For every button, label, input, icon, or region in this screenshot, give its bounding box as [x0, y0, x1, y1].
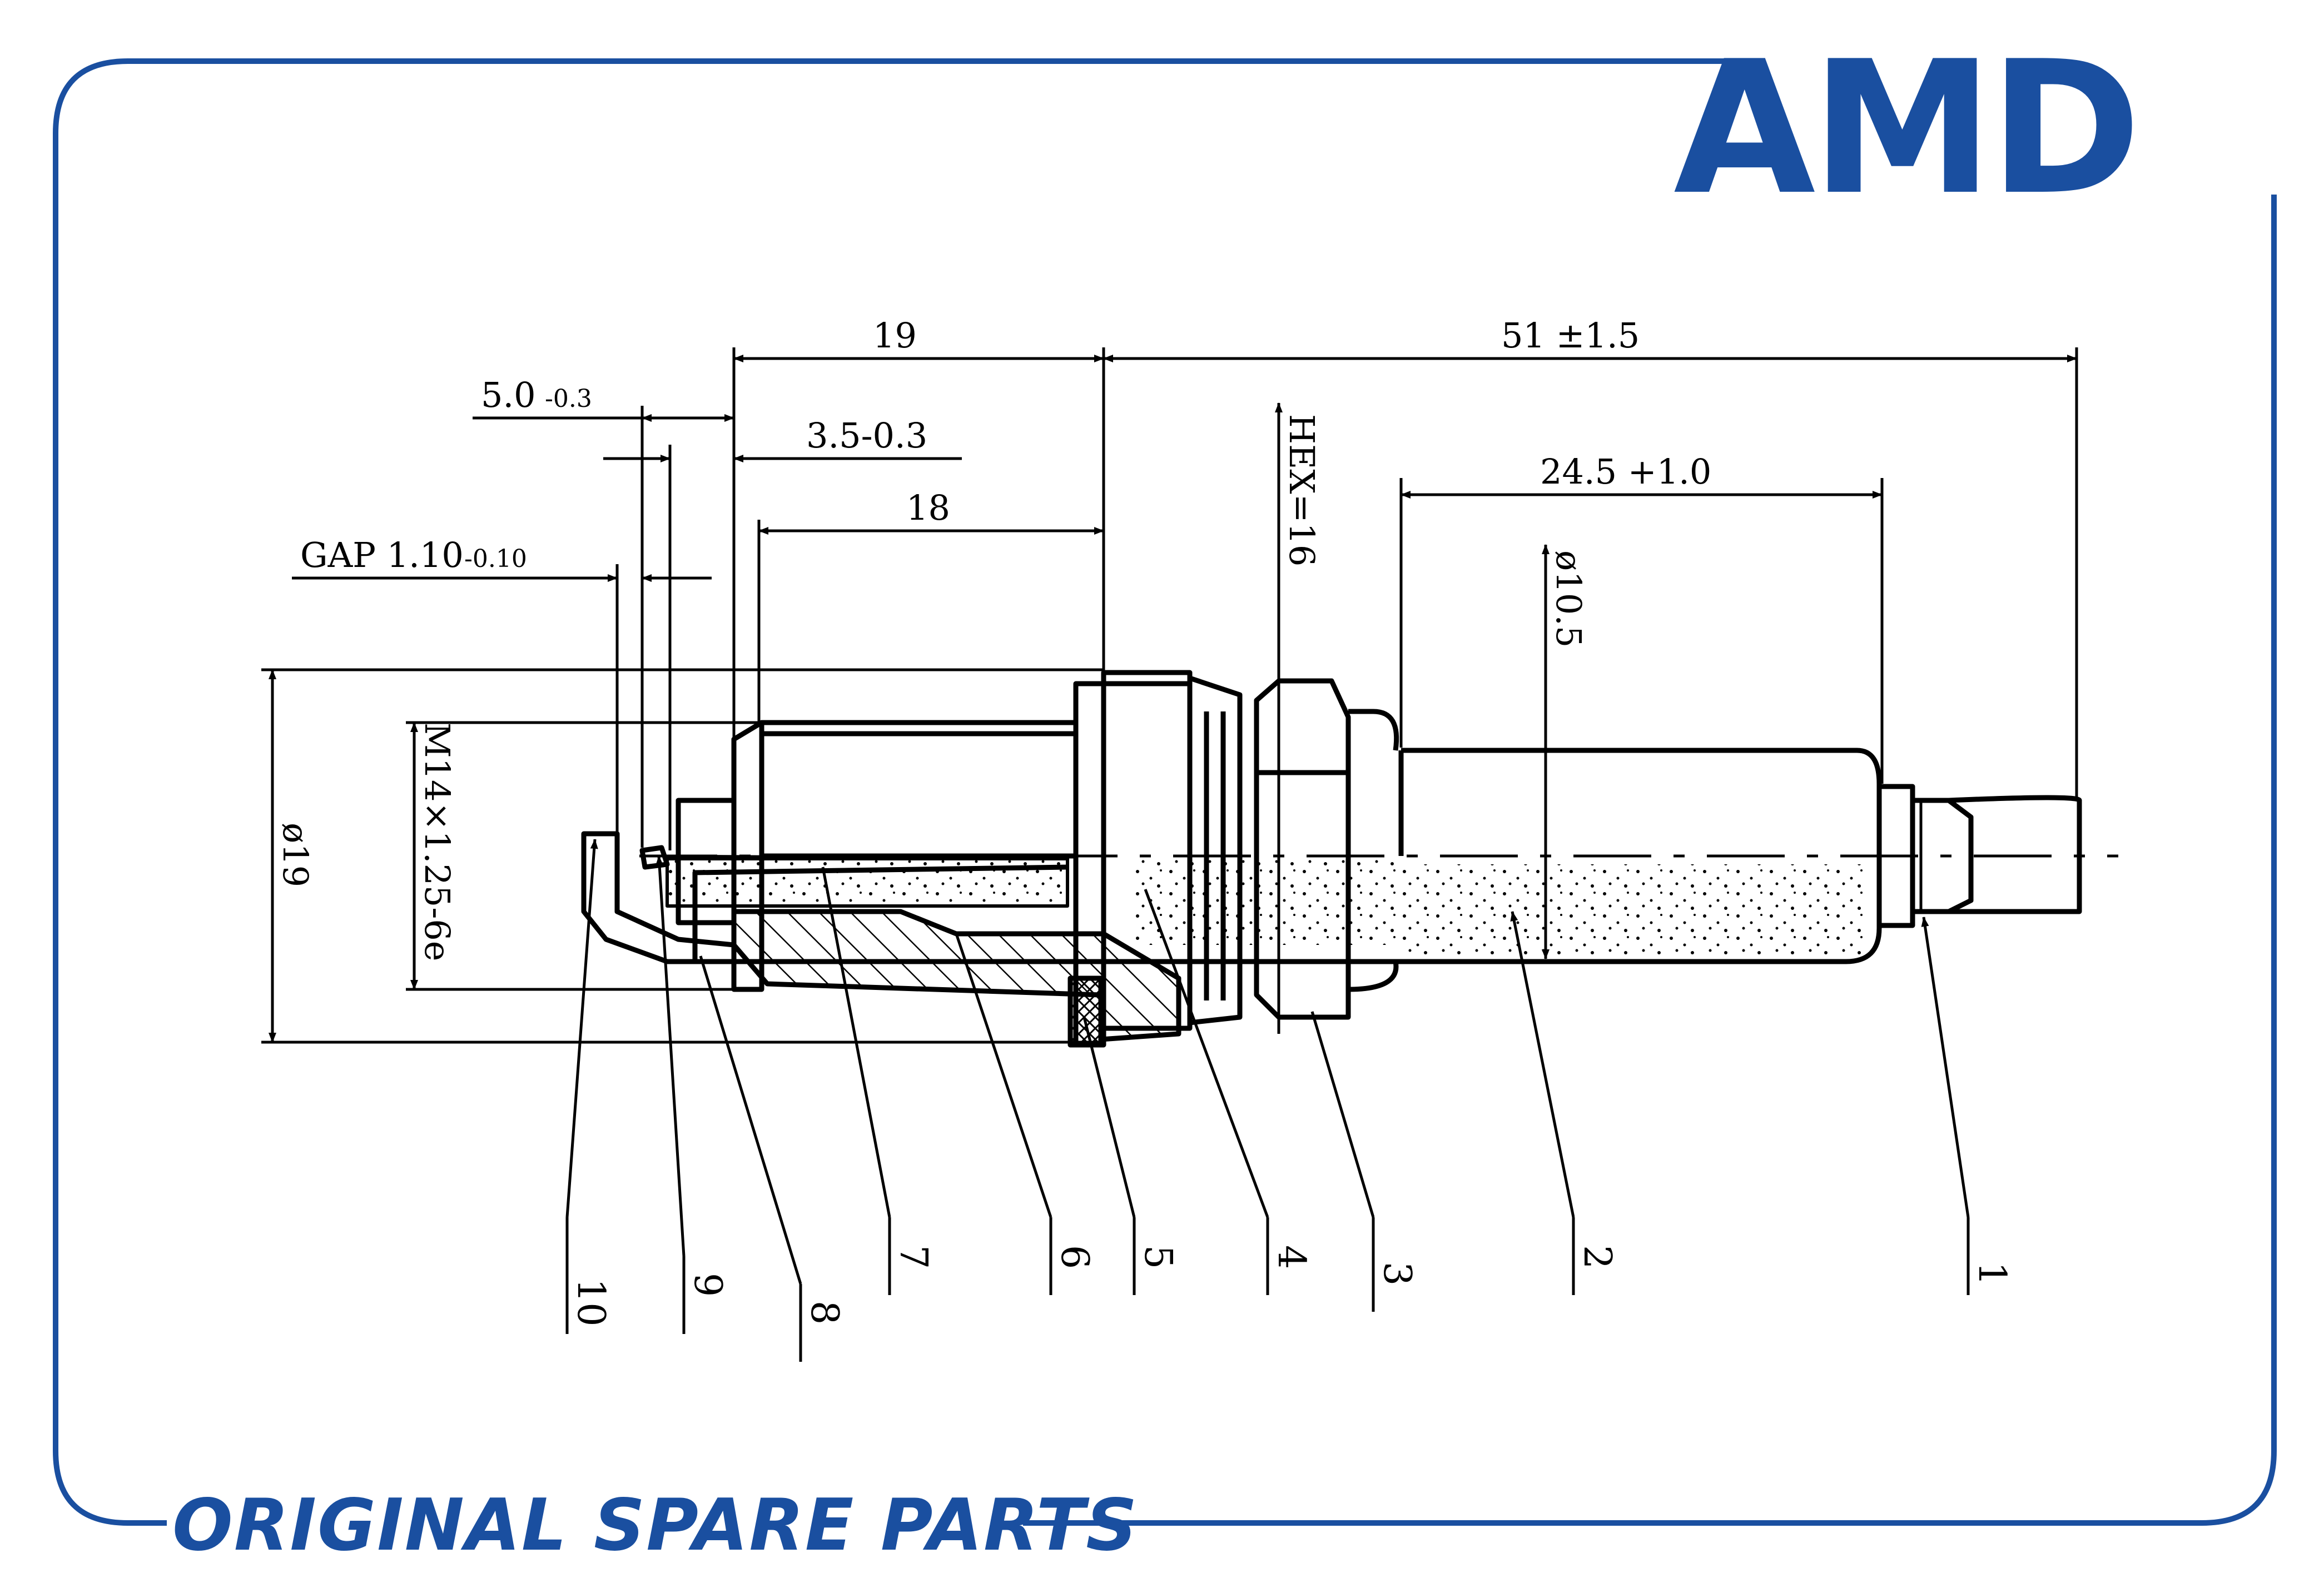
thread-body — [759, 720, 1079, 859]
dim-hex: HEX=16 — [1282, 414, 1322, 566]
dimension-lines — [261, 347, 2078, 1044]
insulator — [692, 748, 1882, 964]
dim-5-main: 5.0 — [481, 375, 536, 415]
dim-gap-tol: -0.10 — [464, 545, 527, 573]
terminal-nut — [1876, 784, 2082, 928]
dim-51: 51 ±1.5 — [1501, 315, 1640, 356]
callout-10: 10 — [569, 1278, 613, 1327]
callout-2: 2 — [1575, 1245, 1619, 1269]
callout-numbers: 10 9 8 7 6 5 4 3 2 1 — [569, 1245, 2014, 1327]
dim-5-tol: -0.3 — [545, 385, 592, 413]
tagline: ORIGINAL SPARE PARTS — [172, 1484, 1138, 1567]
callout-8: 8 — [802, 1301, 846, 1325]
callout-3: 3 — [1375, 1262, 1419, 1286]
gasket-ring — [1067, 975, 1104, 1048]
dim-thread: M14×1.25-6e — [417, 723, 458, 961]
callout-7: 7 — [891, 1245, 935, 1269]
dim-3-5: 3.5-0.3 — [806, 415, 927, 456]
dim-dia-10-5: ø10.5 — [1548, 550, 1589, 648]
frame — [53, 58, 2277, 1526]
hex-nut — [1254, 678, 1351, 1020]
dim-gap-main: GAP 1.10 — [300, 535, 464, 575]
dim-19: 19 — [873, 315, 917, 356]
ground-electrode — [581, 831, 737, 964]
logo-text: AMD — [1674, 22, 2137, 235]
dim-24-5: 24.5 +1.0 — [1540, 451, 1711, 492]
shell-hatched — [731, 909, 1181, 1042]
callout-5: 5 — [1136, 1245, 1180, 1269]
callout-4: 4 — [1269, 1245, 1313, 1269]
dim-18: 18 — [906, 487, 950, 528]
brand-logo: AMD — [1674, 22, 2142, 235]
callout-6: 6 — [1052, 1245, 1096, 1269]
dim-dia-19: ø19 — [275, 823, 316, 887]
callout-1: 1 — [1970, 1262, 2014, 1286]
callout-9: 9 — [686, 1273, 729, 1297]
spark-plug-body — [581, 670, 2118, 1048]
callout-leaders — [565, 839, 1970, 1362]
dimension-labels: 19 51 ±1.5 5.0 -0.3 3.5-0.3 18 24.5 +1.0… — [275, 315, 1711, 961]
